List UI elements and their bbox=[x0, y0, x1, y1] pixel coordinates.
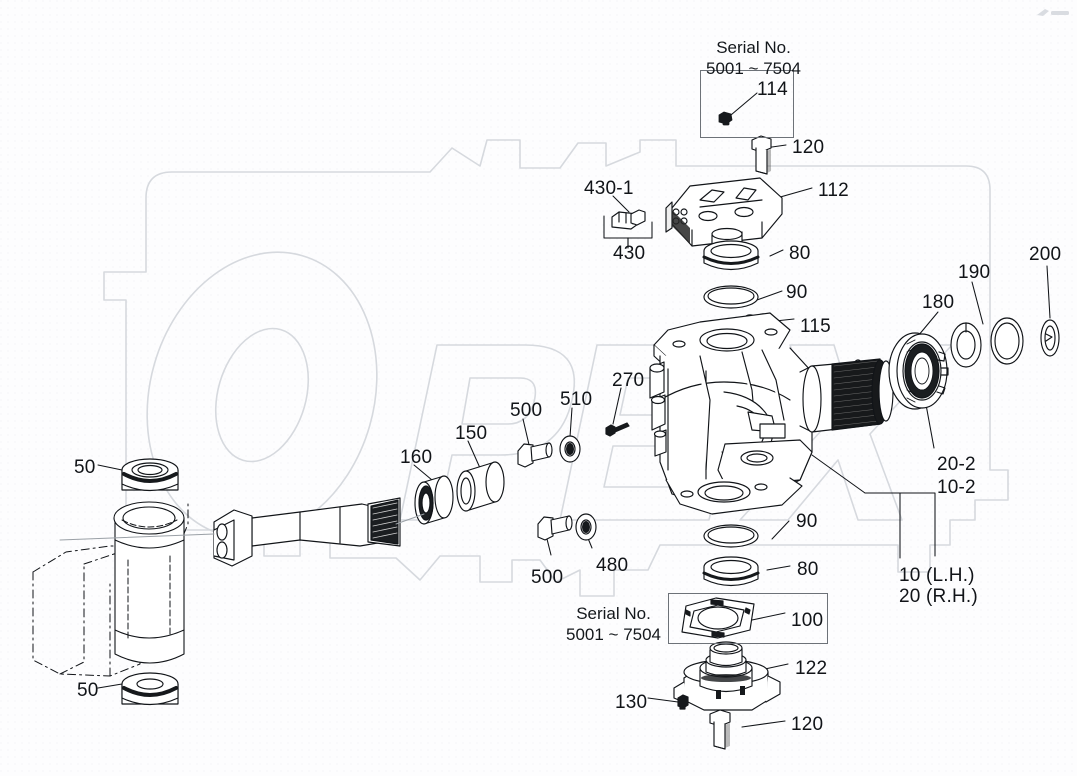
callout-160: 160 bbox=[400, 447, 433, 468]
callout-480: 480 bbox=[596, 555, 629, 576]
callout-180: 180 bbox=[922, 292, 955, 313]
serial-box-100 bbox=[668, 593, 828, 644]
serial-note-top: Serial No. 5001 ~ 7504 bbox=[706, 37, 801, 80]
serial-note-bottom-line2: 5001 ~ 7504 bbox=[566, 625, 662, 645]
callout-120-lower: 120 bbox=[791, 714, 824, 735]
callout-500-lower: 500 bbox=[531, 567, 564, 588]
corner-mark-icon bbox=[1037, 9, 1069, 16]
serial-note-top-line2: 5001 ~ 7504 bbox=[706, 59, 802, 79]
callout-430: 430 bbox=[613, 243, 646, 264]
callout-20-rh: 20 (R.H.) bbox=[899, 586, 978, 607]
callout-200: 200 bbox=[1029, 244, 1062, 265]
serial-note-top-line1: Serial No. bbox=[716, 38, 791, 57]
callout-510: 510 bbox=[560, 389, 593, 410]
callout-112: 112 bbox=[818, 180, 849, 201]
callout-90-lower: 90 bbox=[796, 511, 818, 532]
serial-box-114 bbox=[700, 70, 794, 138]
callout-50-upper: 50 bbox=[74, 457, 96, 478]
callout-80-lower: 80 bbox=[797, 559, 819, 580]
callout-10-2: 10-2 bbox=[937, 477, 976, 498]
callout-115: 115 bbox=[800, 316, 831, 337]
callout-120-upper: 120 bbox=[792, 137, 825, 158]
callout-430-1: 430-1 bbox=[584, 178, 634, 199]
callout-150: 150 bbox=[455, 423, 488, 444]
callout-270: 270 bbox=[612, 370, 645, 391]
callout-50-lower: 50 bbox=[77, 680, 99, 701]
callout-90-upper: 90 bbox=[786, 282, 808, 303]
callout-80-upper: 80 bbox=[789, 243, 811, 264]
callout-114: 114 bbox=[757, 79, 788, 100]
callout-122: 122 bbox=[795, 658, 828, 679]
callout-130: 130 bbox=[615, 692, 648, 713]
callout-10-lh: 10 (L.H.) bbox=[899, 565, 975, 586]
callout-190: 190 bbox=[958, 262, 991, 283]
serial-note-bottom: Serial No. 5001 ~ 7504 bbox=[566, 603, 661, 646]
serial-note-bottom-line1: Serial No. bbox=[576, 604, 651, 623]
callout-20-2: 20-2 bbox=[937, 454, 976, 475]
callout-100: 100 bbox=[791, 610, 824, 631]
callout-500-upper: 500 bbox=[510, 400, 543, 421]
